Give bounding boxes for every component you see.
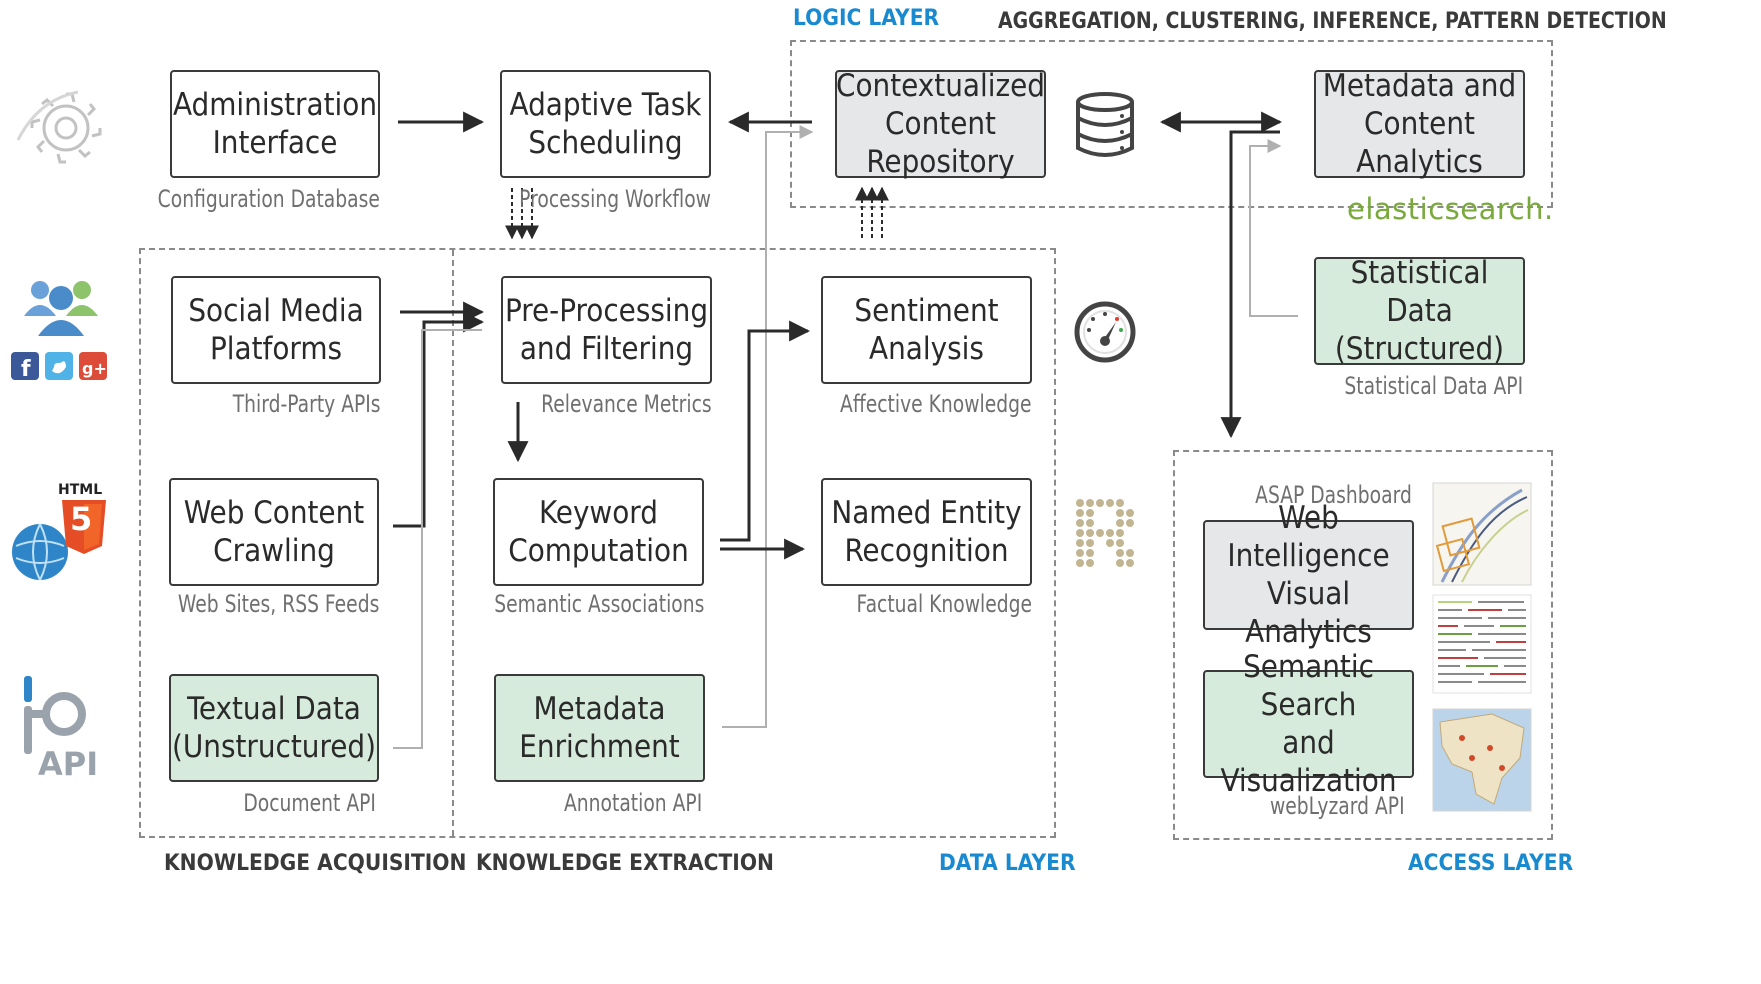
r-logo-icon (1076, 499, 1134, 567)
caption-asap-dashboard: ASAP Dashboard (1255, 481, 1412, 509)
sentiment-analysis-box: Sentiment Analysis (821, 276, 1032, 384)
logic-layer-description: AGGREGATION, CLUSTERING, INFERENCE, PATT… (998, 9, 1667, 34)
logic-layer-container (790, 40, 1553, 208)
named-entity-recognition-box: Named Entity Recognition (821, 478, 1032, 586)
caption-configuration-database: Configuration Database (157, 185, 380, 213)
html5-five: 5 (70, 500, 93, 538)
dashboard-tagcloud-thumbnail (1432, 594, 1532, 694)
metadata-content-analytics-box: Metadata and Content Analytics (1314, 68, 1525, 180)
pre-processing-filtering-box: Pre-Processing and Filtering (501, 276, 712, 384)
statistical-data-box: Statistical Data (Structured) (1314, 255, 1525, 367)
google-plus-icon: g+ (79, 352, 107, 380)
caption-document-api: Document API (243, 789, 376, 817)
acquisition-extraction-divider (452, 250, 454, 836)
logic-layer-label: LOGIC LAYER (793, 6, 940, 31)
knowledge-acquisition-label: KNOWLEDGE ACQUISITION (164, 851, 467, 876)
caption-annotation-api: Annotation API (563, 789, 702, 817)
api-icon (24, 676, 86, 754)
social-media-platforms-box: Social Media Platforms (171, 276, 381, 384)
caption-affective-knowledge: Affective Knowledge (840, 390, 1032, 418)
caption-web-sites-rss-feeds: Web Sites, RSS Feeds (177, 590, 379, 618)
caption-processing-workflow: Processing Workflow (519, 185, 711, 213)
gauge-icon (1074, 301, 1136, 363)
web-content-crawling-box: Web Content Crawling (169, 478, 379, 586)
html5-label: HTML (58, 482, 103, 498)
svg-text:g+: g+ (82, 359, 107, 378)
facebook-icon: f (11, 352, 39, 381)
dashboard-map-thumbnail (1432, 482, 1532, 586)
administration-interface-box: Administration Interface (170, 70, 380, 178)
web-intelligence-visual-analytics-box: Web Intelligence Visual Analytics (1203, 500, 1414, 650)
html5-globe-icon (12, 500, 106, 581)
caption-relevance-metrics: Relevance Metrics (541, 390, 712, 418)
data-layer-label: DATA LAYER (939, 851, 1076, 876)
caption-factual-knowledge: Factual Knowledge (856, 590, 1032, 618)
access-layer-label: ACCESS LAYER (1408, 851, 1574, 876)
knowledge-extraction-label: KNOWLEDGE EXTRACTION (476, 851, 774, 876)
caption-statistical-data-api: Statistical Data API (1344, 372, 1523, 400)
data-layer-container (139, 248, 1056, 838)
dashboard-world-map-thumbnail (1432, 708, 1532, 812)
caption-semantic-associations: Semantic Associations (493, 590, 704, 618)
users-icon (24, 281, 98, 336)
caption-weblyzard-api: webLyzard API (1270, 792, 1405, 820)
elasticsearch-logo: elasticsearch. (1347, 192, 1554, 226)
twitter-icon (45, 352, 73, 380)
access-layer-container (1173, 450, 1553, 840)
gear-icon (16, 90, 102, 164)
adaptive-task-scheduling-box: Adaptive Task Scheduling (500, 70, 711, 178)
svg-text:f: f (21, 357, 31, 381)
semantic-search-visualization-box: Semantic Search and Visualization (1203, 649, 1414, 799)
keyword-computation-box: Keyword Computation (493, 478, 704, 586)
contextualized-content-repository-box: Contextualized Content Repository (835, 68, 1046, 180)
textual-data-box: Textual Data (Unstructured) (169, 674, 379, 782)
database-icon (1076, 92, 1134, 157)
caption-third-party-apis: Third-Party APIs (233, 390, 381, 418)
api-label: API (38, 745, 99, 783)
metadata-enrichment-box: Metadata Enrichment (494, 674, 705, 782)
